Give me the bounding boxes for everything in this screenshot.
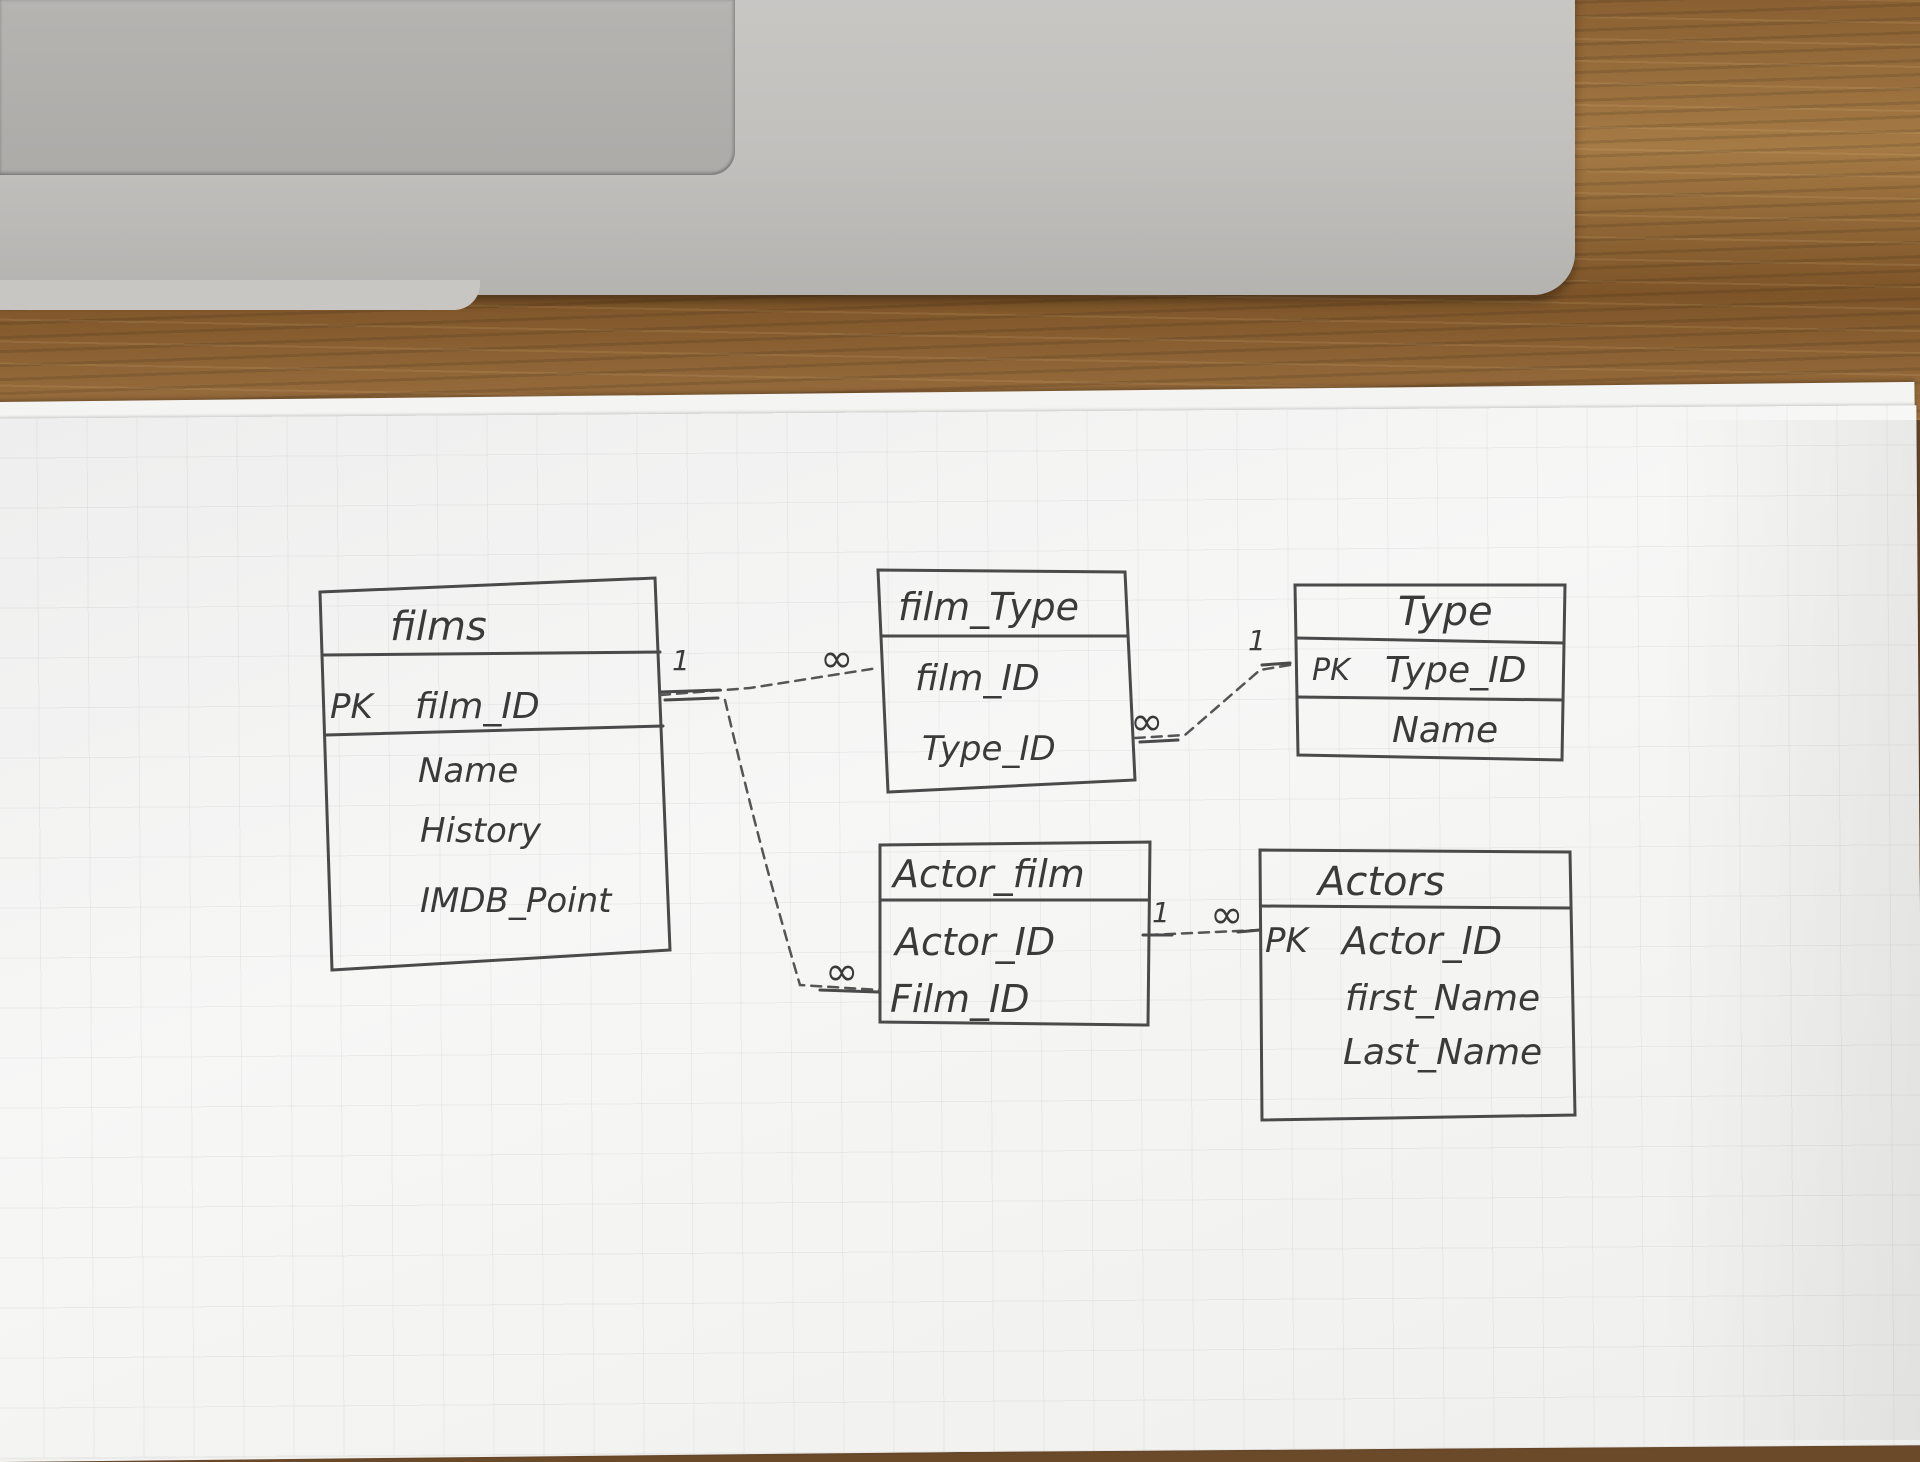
actor-film-title: Actor_film (890, 852, 1085, 896)
card-actorfilm-actors-many: ∞ (1210, 892, 1243, 938)
films-field-history: History (420, 811, 542, 851)
films-title: films (390, 604, 487, 650)
type-title: Type (1398, 589, 1493, 635)
card-type-filmtype-many: ∞ (1130, 699, 1163, 745)
actors-field-last-name: Last_Name (1343, 1032, 1542, 1073)
actor-film-field-film-id: Film_ID (890, 977, 1029, 1021)
card-type-filmtype-1: 1 (1248, 624, 1266, 657)
actors-title: Actors (1315, 859, 1445, 905)
film-type-title: film_Type (898, 585, 1079, 629)
type-pk-label: PK (1312, 653, 1352, 688)
card-films-filmtype-1: 1 (672, 644, 690, 677)
films-field-film-id: film_ID (415, 686, 540, 727)
actors-field-first-name: first_Name (1345, 978, 1540, 1019)
actors-pk-label: PK (1265, 921, 1311, 961)
films-pk-label: PK (330, 687, 376, 727)
rel-films-actorfilm (725, 700, 880, 990)
card-actorfilm-actors-1: 1 (1152, 896, 1170, 929)
card-films-filmtype-many: ∞ (820, 636, 853, 682)
films-field-name: Name (418, 751, 518, 791)
actors-field-actor-id: Actor_ID (1339, 919, 1502, 963)
film-type-field-type-id: Type_ID (922, 729, 1056, 769)
type-field-name: Name (1392, 710, 1498, 751)
film-type-field-film-id: film_ID (915, 658, 1040, 699)
actor-film-field-actor-id: Actor_ID (892, 920, 1055, 964)
type-field-type-id: Type_ID (1385, 650, 1527, 691)
card-films-actorfilm-many: ∞ (825, 949, 858, 995)
films-field-imdb-point: IMDB_Point (420, 881, 613, 921)
